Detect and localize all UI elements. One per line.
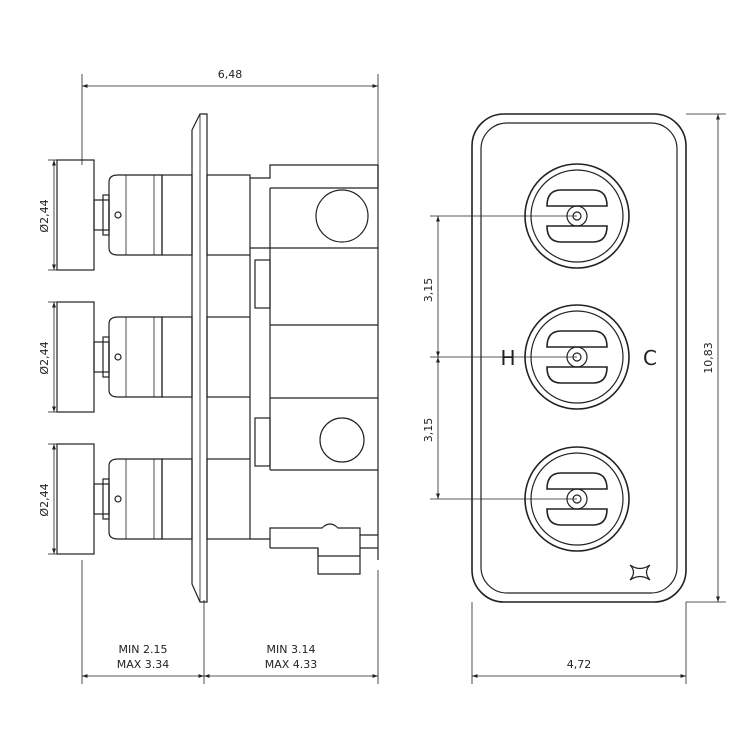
handle-cap-2 [56, 301, 95, 413]
valve-port-bottom [319, 417, 365, 463]
depth-back-min-label: MIN 3.14 [267, 643, 316, 656]
side-handle-3 [56, 443, 251, 555]
height-label: 10,83 [702, 342, 715, 374]
valve-body [249, 164, 379, 575]
side-view: 6,48 [38, 68, 379, 684]
overall-width-label: 6,48 [218, 68, 243, 81]
spacing-bottom-label: 3,15 [422, 418, 435, 443]
handle-cap-3 [56, 443, 95, 555]
valve-port-top [315, 189, 369, 243]
side-handle-2 [56, 301, 251, 413]
spacing-top-label: 3,15 [422, 278, 435, 303]
front-plate-outer [471, 113, 687, 603]
handle-diameter-label-3: Ø2,44 [38, 483, 51, 516]
depth-back-max-label: MAX 4.33 [265, 658, 318, 671]
x-logo-icon [629, 564, 651, 581]
depth-front-min-label: MIN 2.15 [119, 643, 168, 656]
wall-plate [191, 113, 208, 603]
width-label: 4,72 [567, 658, 592, 671]
front-view: H C 3,15 3,15 10,83 4,72 [422, 113, 726, 684]
side-handle-1 [56, 159, 251, 271]
front-plate-inner [480, 122, 678, 594]
handle-cap-1 [56, 159, 95, 271]
depth-front-max-label: MAX 3.34 [117, 658, 170, 671]
handle-diameter-label-1: Ø2,44 [38, 199, 51, 232]
hot-label: H [500, 346, 515, 370]
cold-label: C [643, 346, 657, 370]
handle-diameter-label-2: Ø2,44 [38, 341, 51, 374]
